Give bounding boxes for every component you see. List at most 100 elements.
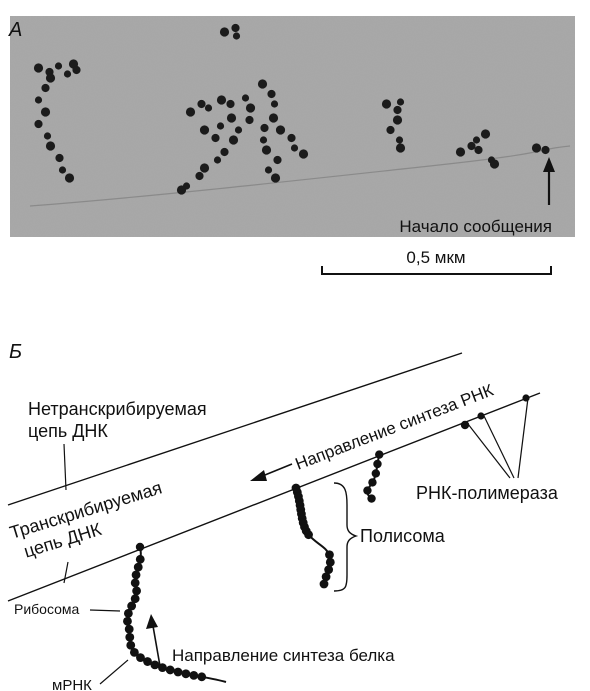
micrograph-ribosome (396, 143, 405, 152)
ribosome-bead (189, 671, 198, 680)
micrograph-ribosome (386, 126, 394, 134)
micrograph-ribosome (46, 141, 55, 150)
micrograph-ribosome (195, 172, 203, 180)
micrograph-ribosome (214, 156, 221, 163)
rna-polymerase-dot (461, 421, 469, 429)
ribosome-bead (174, 668, 183, 677)
micrograph-ribosome (541, 146, 549, 154)
ribosome-bead (131, 578, 140, 587)
micrograph-ribosome (64, 70, 71, 77)
micrograph-ribosome (227, 113, 236, 122)
micrograph-ribosome (271, 173, 280, 182)
micrograph-ribosome (186, 107, 195, 116)
ribosome-bead (166, 666, 175, 675)
micrograph-ribosome (220, 27, 229, 36)
micrograph-ribosome (211, 134, 219, 142)
ribosome-bead (124, 609, 133, 618)
transcribed-strand-label: Транскрибируемаяцепь ДНК (7, 477, 170, 563)
micrograph-ribosome (35, 96, 42, 103)
micrograph-ribosome (456, 147, 465, 156)
ribosome-bead (320, 580, 329, 589)
ribosome-bead (367, 494, 375, 502)
micrograph-ribosome (276, 125, 285, 134)
ribosome-bead (125, 625, 134, 634)
micrograph-ribosome (473, 136, 480, 143)
micrograph-ribosome (217, 95, 226, 104)
ribosome-bead (125, 633, 134, 642)
nontranscribed-strand-label: Нетранскрибируемаяцепь ДНК (28, 399, 207, 441)
micrograph-ribosome (299, 149, 308, 158)
mrna-label: мРНК (52, 677, 92, 691)
micrograph-ribosome (41, 84, 49, 92)
micrograph-ribosome (197, 100, 205, 108)
micrograph-ribosome (273, 156, 281, 164)
polysome-brace (334, 483, 356, 591)
ribosome-bead (181, 669, 190, 678)
micrograph-ribosome (397, 98, 404, 105)
micrograph-ribosome (220, 148, 228, 156)
rna-polymerase-label: РНК-полимераза (416, 483, 559, 503)
micrograph-ribosome (200, 163, 209, 172)
ribosome-bead (372, 469, 380, 477)
ribosome-bead (304, 530, 313, 539)
micrograph-ribosome (260, 124, 268, 132)
micrograph-ribosome (271, 100, 278, 107)
ribosome-bead (326, 558, 335, 567)
mrna-leader (100, 660, 128, 684)
protein-direction-arrowhead (146, 614, 158, 629)
micrograph-ribosome (72, 66, 80, 74)
micrograph-ribosome (291, 144, 298, 151)
micrograph-ribosome (532, 143, 541, 152)
rna-polymerase-dot (477, 412, 484, 419)
ribosome-bead (375, 450, 383, 458)
micrograph-ribosome (231, 24, 239, 32)
protein-direction-arrow (153, 626, 160, 666)
ribosome-bead (132, 586, 141, 595)
polysome-ribosomes (292, 484, 335, 589)
transcribed-strand-leader (64, 562, 68, 583)
micrograph-ribosome (258, 79, 267, 88)
ribosome-bead (150, 660, 159, 669)
micrograph-ribosome (382, 99, 391, 108)
micrograph-ribosome (55, 62, 62, 69)
micrograph-ribosome (265, 166, 272, 173)
micrograph-ribosome (41, 107, 50, 116)
micrograph-ribosome (393, 115, 402, 124)
message-start-label: Начало сообщения (399, 217, 552, 236)
ribosome-bead (123, 617, 132, 626)
micrograph-ribosome (246, 103, 255, 112)
panel-b-letter: Б (9, 341, 22, 363)
micrograph-grain (10, 16, 575, 237)
panel-a: Начало сообщения А 0,5 мкм (8, 16, 575, 275)
micrograph-ribosome (200, 125, 209, 134)
micrograph-ribosome (245, 116, 253, 124)
micrograph-ribosome (34, 63, 43, 72)
micrograph-ribosome (396, 136, 403, 143)
micrograph-ribosome (242, 94, 249, 101)
micrograph-ribosome (467, 142, 475, 150)
ribosome-bead (363, 486, 371, 494)
micrograph-ribosome (233, 32, 240, 39)
protein-synthesis-direction-label: Направление синтеза белка (172, 646, 395, 665)
micrograph-ribosome (177, 185, 186, 194)
micrograph-ribosome (269, 113, 278, 122)
micrograph-ribosome (205, 104, 212, 111)
rna-direction-arrowhead (250, 470, 267, 481)
ribosome-leader (90, 610, 120, 611)
micrograph-ribosome (46, 73, 55, 82)
micrograph-ribosome (55, 154, 63, 162)
ribosome-bead (136, 555, 145, 564)
scale-bar (322, 266, 551, 275)
panel-a-letter: А (8, 19, 22, 41)
ribosome-bead (368, 478, 376, 486)
nontranscribed-strand-leader (64, 444, 66, 490)
micrograph-ribosome (474, 146, 482, 154)
ribosome-bead (134, 563, 143, 572)
scale-bar-label: 0,5 мкм (406, 248, 465, 267)
micrograph-ribosome (235, 126, 242, 133)
micrograph-ribosome (481, 129, 490, 138)
micrograph-ribosome (267, 90, 275, 98)
ribosome-bead (197, 672, 206, 681)
micrograph-ribosome (287, 134, 295, 142)
